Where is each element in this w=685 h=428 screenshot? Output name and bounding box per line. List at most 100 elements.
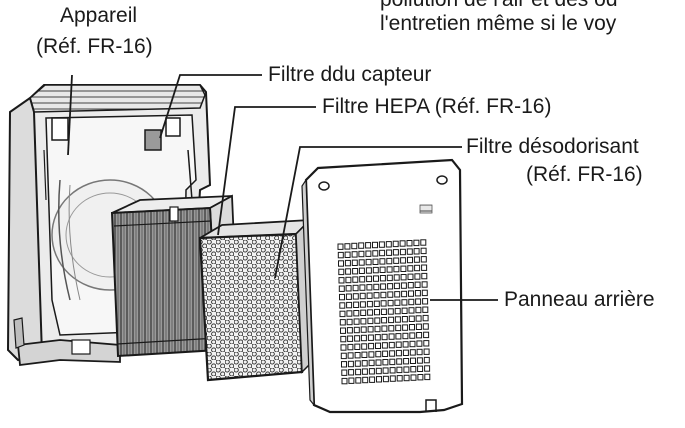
vent-slot: [387, 308, 394, 315]
vent-slot: [416, 332, 423, 339]
vent-slot: [386, 249, 393, 256]
vent-slot: [341, 361, 347, 368]
vent-slot: [408, 298, 415, 306]
vent-slot: [402, 341, 409, 348]
leader-lines: [67, 74, 498, 301]
vent-slot: [388, 325, 395, 332]
vent-slot: [421, 264, 428, 271]
vent-slot: [346, 301, 353, 309]
vent-slot: [339, 302, 346, 309]
label-filtre-hepa: Filtre HEPA (Réf. FR-16): [322, 95, 552, 118]
vent-slot: [392, 240, 399, 248]
vent-slot: [386, 274, 393, 282]
vent-slot: [381, 317, 388, 324]
vent-slot: [416, 340, 423, 347]
vent-slot: [413, 256, 420, 263]
vent-slot: [338, 285, 345, 292]
vent-slot: [378, 241, 385, 248]
vent-slot: [399, 248, 406, 256]
vent-slot: [422, 314, 429, 322]
vent-slot: [366, 292, 373, 299]
vent-slot: [379, 258, 386, 265]
vent-slot: [365, 258, 372, 266]
vent-slot: [408, 307, 415, 314]
vent-slot: [346, 327, 353, 334]
vent-slot: [353, 326, 360, 334]
vent-slot: [358, 250, 365, 258]
top-paragraph: pollution de l'air et des od l'entretien…: [380, 0, 685, 46]
vent-slot: [351, 259, 358, 267]
vent-slot: [407, 265, 414, 272]
vent-slot: [415, 298, 422, 305]
vent-slot: [380, 283, 387, 290]
leader-filtre-desodorisant: [274, 146, 462, 279]
vent-slot: [375, 367, 382, 375]
vent-slot: [360, 318, 367, 325]
vent-slot: [387, 291, 394, 298]
vent-slot: [344, 251, 351, 259]
vent-slot: [375, 359, 382, 366]
vent-slot: [393, 282, 400, 290]
vent-slot: [359, 276, 366, 283]
vent-slot: [340, 352, 347, 360]
vent-slot: [358, 259, 365, 266]
vent-slot: [420, 239, 427, 246]
vent-slot: [374, 308, 380, 316]
label-appareil: Appareil: [60, 4, 138, 27]
vent-slot: [365, 242, 372, 249]
vent-slot: [365, 267, 372, 274]
vent-slot: [339, 310, 346, 318]
vent-slot: [407, 273, 414, 281]
vent-slot: [387, 283, 394, 290]
label-panneau-arriere: Panneau arrière: [504, 288, 655, 311]
vent-slot: [372, 241, 378, 249]
vent-slot: [369, 376, 376, 383]
vent-slot: [374, 334, 381, 341]
back-panel: [301, 158, 464, 414]
vent-slot: [409, 332, 416, 339]
vent-slot: [376, 376, 382, 383]
vent-slot: [354, 335, 361, 342]
vent-slot: [348, 369, 355, 376]
vent-slot: [386, 257, 393, 265]
vent-slot: [367, 317, 374, 325]
vent-slot: [345, 285, 352, 292]
vent-slot: [340, 344, 347, 351]
vent-slot: [394, 291, 401, 298]
vent-slot: [403, 358, 410, 365]
vent-slot: [361, 368, 368, 375]
vent-slot: [414, 290, 421, 297]
vent-slot: [368, 368, 375, 375]
vent-slot: [400, 274, 407, 281]
vent-slot: [366, 284, 373, 291]
vent-slot: [421, 289, 428, 297]
vent-slot: [355, 368, 362, 376]
vent-slot: [366, 275, 373, 283]
vent-slot: [402, 349, 409, 357]
vent-slot: [339, 293, 345, 301]
vent-slot: [422, 323, 429, 330]
vent-slot: [394, 316, 401, 323]
vent-slot: [346, 318, 353, 326]
vent-slot: [396, 375, 403, 382]
vent-slot: [373, 300, 380, 308]
vent-slot: [345, 276, 352, 284]
vent-slot: [379, 266, 386, 274]
label-appareil-ref: (Réf. FR-16): [36, 35, 153, 58]
vent-slot: [354, 352, 361, 359]
vent-slot: [395, 333, 402, 340]
vent-slot: [340, 327, 346, 334]
vent-slot: [352, 284, 359, 292]
vent-slot: [416, 348, 423, 356]
vent-slot: [389, 358, 396, 366]
vent-slot: [399, 240, 406, 247]
vent-slot: [352, 268, 359, 275]
vent-slot: [351, 251, 358, 258]
vent-slot: [382, 375, 389, 383]
vent-slot: [402, 324, 409, 331]
vent-slot: [396, 358, 403, 365]
vent-slot: [367, 334, 374, 341]
vent-slot: [388, 316, 395, 324]
vent-slot: [347, 335, 354, 342]
vent-slot: [373, 283, 380, 291]
